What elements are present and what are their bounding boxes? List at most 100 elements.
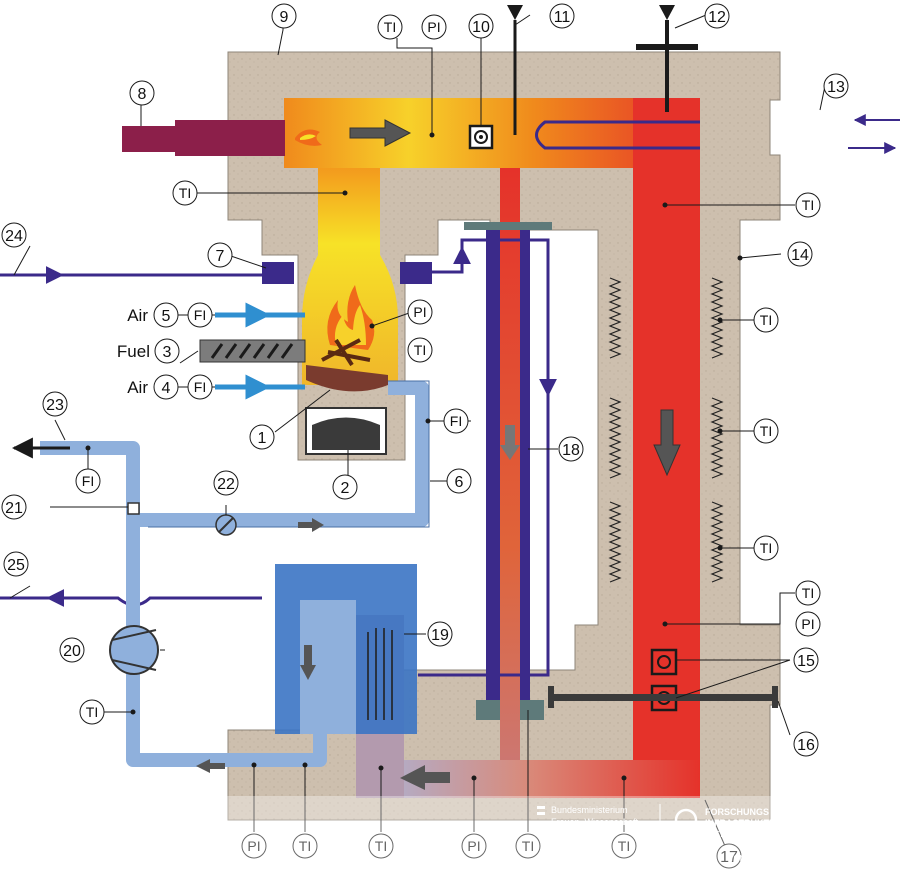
svg-text:TI: TI [618,838,630,854]
svg-text:19: 19 [431,627,449,644]
label-2: 2 [332,474,358,500]
label-6: 6 [446,468,472,494]
svg-text:TI: TI [375,838,387,854]
svg-text:17: 17 [720,849,738,866]
pi-combustor: PI [407,299,433,325]
svg-text:TI: TI [760,540,772,556]
svg-text:TI: TI [802,585,814,601]
svg-text:12: 12 [708,9,726,26]
svg-text:21: 21 [5,500,23,517]
leader-lines [9,14,826,847]
label-16: 16 [793,731,819,757]
central-gas-duct [500,168,520,798]
watermark-url: forschungsinfrastruktur.bmwf.gv.at [730,852,897,864]
flue-gas-return-outline [148,380,430,528]
ti-riser-top: TI [795,192,821,218]
svg-text:15: 15 [797,653,815,670]
flow-arrow-bottom [400,765,450,790]
svg-text:DATENBANK: DATENBANK [705,830,754,839]
label-12: 12 [704,3,730,29]
label-24: 24 [1,222,27,248]
grate [306,365,388,392]
watermark-band [0,796,906,870]
ti-wall-3: TI [753,535,779,561]
svg-text:TI: TI [802,197,814,213]
label-14: 14 [787,241,813,267]
air-label-bottom: Air [127,378,148,397]
fuel-burner-nozzle [175,120,285,156]
heating-coils [608,277,724,583]
svg-text:4: 4 [162,380,171,397]
svg-text:7: 7 [216,248,225,265]
fi-return: FI [443,408,469,434]
svg-text:FORSCHUNGS: FORSCHUNGS [705,807,769,817]
database-logo: FORSCHUNGS INFRASTRUKTUR DATENBANK [670,807,782,839]
svg-text:23: 23 [46,397,64,414]
ti-bottom-2: TI [368,833,394,859]
heat-exchanger-tubes [367,628,393,720]
ti-wall-1: TI [753,307,779,333]
fuel-label: Fuel [117,342,150,361]
svg-text:16: 16 [797,737,815,754]
label-8: 8 [129,80,155,106]
svg-text:PI: PI [427,19,440,35]
svg-text:FI: FI [450,413,462,429]
flow-arrow-riser [653,409,681,477]
sensor-10 [468,124,494,150]
label-23: 23 [42,391,68,417]
svg-text:8: 8 [138,86,147,103]
label-4: 4 [153,374,179,400]
ti-top: TI [377,14,403,40]
probe-foot-left [476,700,500,720]
svg-text:10: 10 [472,19,490,36]
svg-text:22: 22 [217,476,235,493]
pi-bottom-2: PI [461,833,487,859]
label-10: 10 [468,13,494,39]
label-9: 9 [271,3,297,29]
measurement-points [85,132,743,781]
compressor [109,625,159,675]
screw-thread [210,343,294,359]
svg-text:TI: TI [179,185,191,201]
probe-foot-right [520,700,544,720]
label-22: 22 [213,470,239,496]
flue-gas-return-line [40,381,429,767]
fi-air-bottom: FI [187,374,213,400]
svg-text:TI: TI [760,423,772,439]
label-20: 20 [59,637,85,663]
svg-text:6: 6 [455,474,464,491]
label-1: 1 [249,424,275,450]
ti-riser-bottom: TI [795,580,821,606]
svg-text:14: 14 [791,247,809,264]
sensor-21 [127,502,140,515]
svg-text:FI: FI [82,473,94,489]
fi-outlet: FI [75,468,101,494]
svg-text:24: 24 [5,228,23,245]
flow-arrow-return [196,759,225,773]
svg-text:FI: FI [194,307,206,323]
ti-combustor-2: TI [407,337,433,363]
burner-flame-icon [295,129,322,146]
flow-arrow-bath [300,645,316,680]
label-17: 17 [716,843,742,869]
svg-text:PI: PI [413,304,426,320]
sensor-rod-16 [548,694,778,701]
label-7: 7 [207,242,233,268]
svg-text:Frauen, Wissenschaft: Frauen, Wissenschaft [551,817,639,827]
svg-text:TI: TI [299,838,311,854]
label-11: 11 [549,3,575,29]
svg-text:TI: TI [86,704,98,720]
number-labels: 1 2 3 4 5 6 7 8 9 10 11 12 13 14 15 16 1… [1,3,849,869]
fuel-burner-pipe [122,126,182,152]
svg-text:FI: FI [194,379,206,395]
svg-text:18: 18 [562,442,580,459]
label-15: 15 [793,647,819,673]
label-25: 25 [3,551,29,577]
label-5: 5 [153,302,179,328]
ministry-logo: Bundesministerium Frauen, Wissenschaft u… [537,805,639,839]
flow-arrow-top [349,119,412,147]
ash-pile [312,417,380,450]
flame-icon [321,285,375,367]
svg-text:2: 2 [341,480,350,497]
